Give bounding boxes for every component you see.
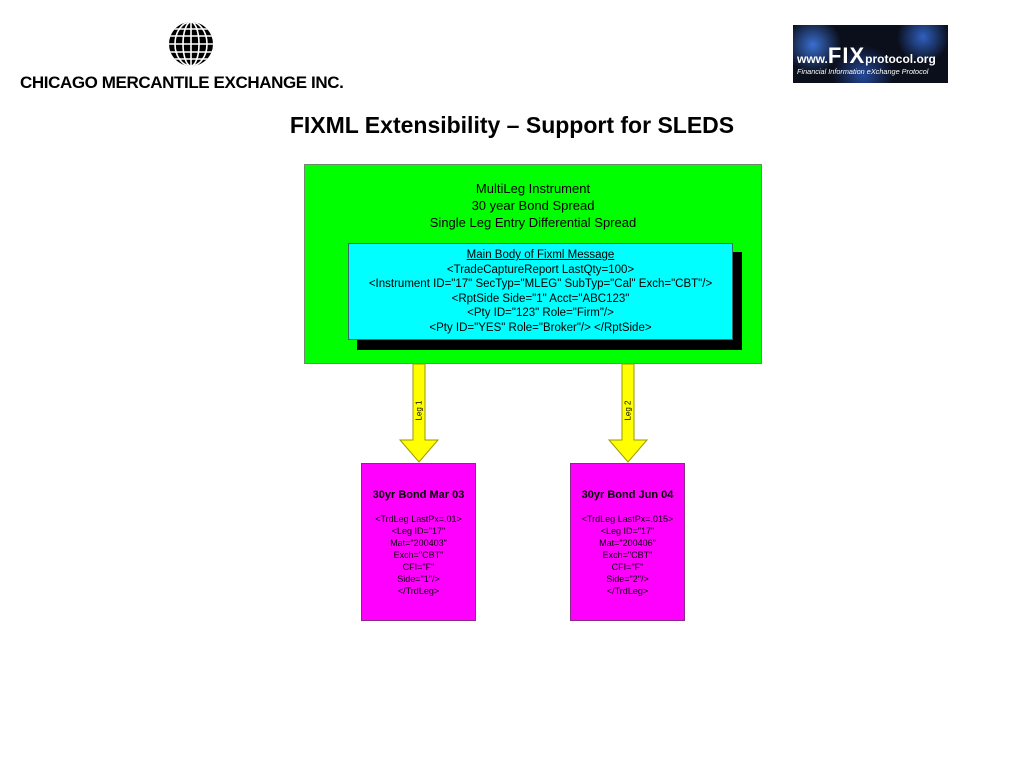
leg1-line: </TrdLeg> [397, 586, 440, 596]
message-body-text: Main Body of Fixml Message <TradeCapture… [348, 248, 733, 335]
leg2-label: Leg 2 [623, 400, 633, 421]
leg1-line: CFI="F" [402, 562, 435, 572]
cme-name-suffix: INC. [311, 73, 344, 92]
multileg-line: Single Leg Entry Differential Spread [429, 215, 637, 230]
leg1-arrow [398, 363, 440, 463]
fix-logo-suffix: protocol.org [865, 52, 936, 66]
leg2-line: <Leg ID="17" [600, 526, 655, 536]
message-heading: Main Body of Fixml Message [466, 249, 615, 261]
message-line: <Instrument ID="17" SecTyp="MLEG" SubTyp… [368, 278, 713, 290]
cme-globe-logo-icon [169, 22, 213, 66]
multileg-line: MultiLeg Instrument [475, 181, 591, 196]
leg1-line: Mat="200403" [390, 538, 447, 548]
multileg-instrument-text: MultiLeg Instrument 30 year Bond Spread … [304, 180, 762, 231]
leg1-line: Side="1"/> [397, 574, 440, 584]
leg2-line: </TrdLeg> [606, 586, 649, 596]
fix-logo-big: FIX [827, 43, 866, 68]
fix-logo-prefix: www. [797, 52, 828, 66]
leg1-label: Leg 1 [414, 400, 424, 421]
leg2-line: Side="2"/> [606, 574, 649, 584]
leg2-line: Exch="CBT" [602, 550, 653, 560]
message-body-box [348, 243, 733, 340]
message-line: <Pty ID="YES" Role="Broker"/> </RptSide> [429, 321, 652, 334]
leg2-line: Mat="200406" [599, 538, 656, 548]
leg2-text: <TrdLeg LastPx=.015> <Leg ID="17" Mat="2… [570, 513, 685, 597]
leg1-box [361, 463, 476, 621]
leg1-line: <TrdLeg LastPx=.01> [375, 514, 462, 524]
cme-name-text: CHICAGO MERCANTILE EXCHANGE [20, 73, 307, 92]
leg2-line: <TrdLeg LastPx=.015> [581, 514, 674, 524]
leg2-line: CFI="F" [611, 562, 644, 572]
leg2-title: 30yr Bond Jun 04 [581, 489, 674, 501]
leg2-box [570, 463, 685, 621]
leg1-title: 30yr Bond Mar 03 [372, 489, 465, 501]
message-line: <TradeCaptureReport LastQty=100> [446, 263, 635, 276]
multileg-line: 30 year Bond Spread [471, 198, 595, 213]
leg1-text: <TrdLeg LastPx=.01> <Leg ID="17" Mat="20… [361, 513, 476, 597]
cme-company-name: CHICAGO MERCANTILE EXCHANGE INC. [20, 73, 344, 93]
fix-logo-tagline: Financial Information eXchange Protocol [797, 67, 929, 76]
fix-logo-background [793, 25, 948, 83]
message-line: <Pty ID="123" Role="Firm"/> [467, 307, 614, 319]
leg1-line: Exch="CBT" [393, 550, 444, 560]
fix-protocol-logo: www.FIXprotocol.org Financial Informatio… [793, 25, 948, 83]
message-line: <RptSide Side="1" Acct="ABC123" [451, 292, 630, 305]
leg1-line: <Leg ID="17" [391, 526, 446, 536]
page-title: FIXML Extensibility – Support for SLEDS [289, 112, 735, 138]
fix-logo-domain: www.FIXprotocol.org [797, 43, 936, 69]
leg2-arrow [607, 363, 649, 463]
